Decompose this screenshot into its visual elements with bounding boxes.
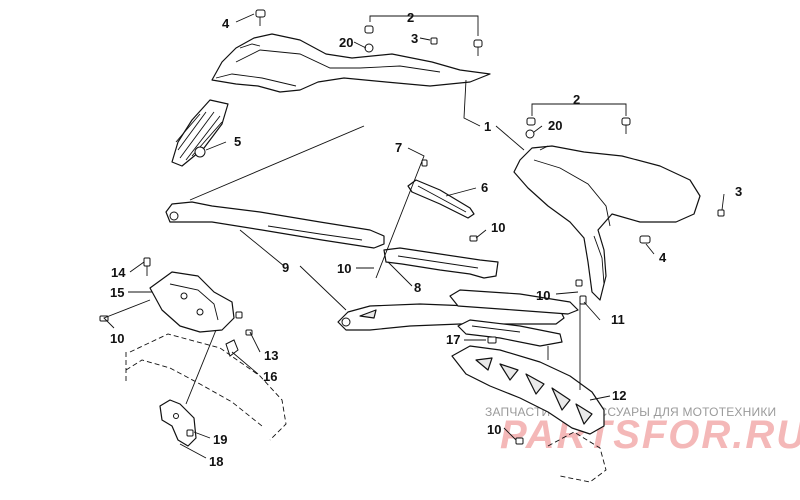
callout-10-left: 10	[110, 331, 124, 346]
footrest-plate	[451, 345, 605, 435]
mid-plates	[449, 289, 579, 347]
callout-11: 11	[611, 312, 625, 327]
callout-4-top: 4	[222, 16, 230, 31]
callout-7: 7	[395, 140, 402, 155]
callout-labels: 4 2 20 3 1 2 20 5 7 6 3 10 4 9 10 14 8 1…	[110, 10, 742, 469]
frame-outline	[125, 333, 607, 483]
right-side-panel	[513, 145, 701, 301]
watermark-logo: PARTSFOR.RU	[500, 413, 800, 457]
leader-lines	[103, 13, 725, 459]
callout-10-right: 10	[536, 288, 550, 303]
callout-12: 12	[612, 388, 626, 403]
callout-10-bottom: 10	[487, 422, 501, 437]
callout-17: 17	[446, 332, 460, 347]
center-bracket	[383, 247, 499, 279]
callout-10-mid: 10	[491, 220, 505, 235]
callout-2-top: 2	[407, 10, 414, 25]
frame-rail-upper	[165, 201, 385, 249]
callout-3-top: 3	[411, 31, 418, 46]
callout-19: 19	[213, 432, 227, 447]
callout-20-top: 20	[339, 35, 353, 50]
callout-15: 15	[110, 285, 124, 300]
hardware	[99, 9, 725, 445]
hinge-bracket	[159, 399, 197, 447]
callout-18: 18	[209, 454, 223, 469]
callout-4-right: 4	[659, 250, 667, 265]
watermark-tagline: ЗАПЧАСТИ И АКСЕССУАРЫ ДЛЯ МОТОТЕХНИКИ	[485, 405, 776, 419]
callout-5: 5	[234, 134, 241, 149]
callout-3-right: 3	[735, 184, 742, 199]
callout-9: 9	[282, 260, 289, 275]
callout-16: 16	[263, 369, 277, 384]
callout-10-left-mid: 10	[337, 261, 351, 276]
left-side-panel	[171, 33, 491, 167]
callout-8: 8	[414, 280, 421, 295]
mount-bracket	[149, 271, 235, 333]
strap	[407, 179, 475, 219]
callout-13: 13	[264, 348, 278, 363]
callout-2-right: 2	[573, 92, 580, 107]
callout-20-right: 20	[548, 118, 562, 133]
callout-14: 14	[111, 265, 126, 280]
callout-1: 1	[484, 119, 491, 134]
frame-rail-lower	[337, 303, 565, 331]
callout-6: 6	[481, 180, 488, 195]
watermark: PARTSFOR.RU ЗАПЧАСТИ И АКСЕССУАРЫ ДЛЯ МО…	[485, 405, 800, 457]
